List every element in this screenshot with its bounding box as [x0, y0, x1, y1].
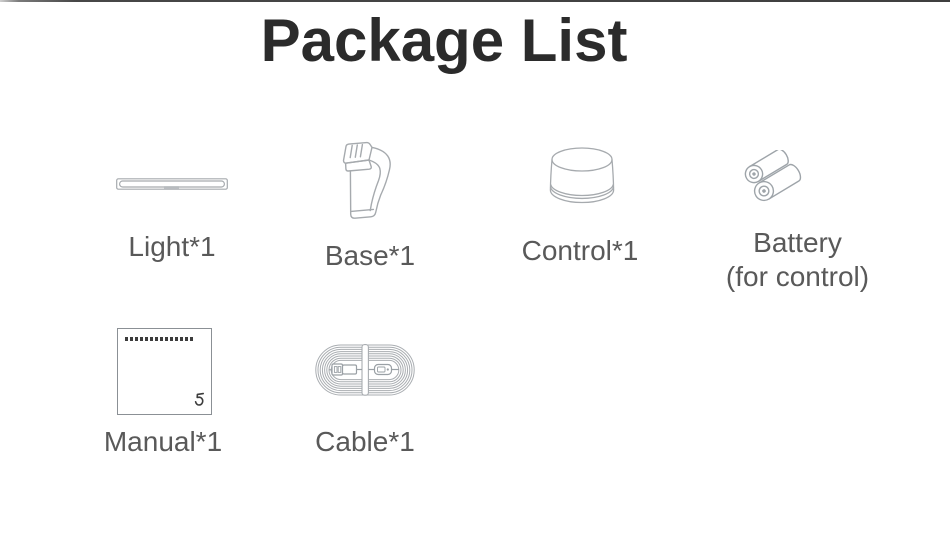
item-label-cable: Cable*1 — [315, 426, 415, 457]
package-item-base: Base*1 — [295, 131, 445, 281]
package-item-light: Light*1 — [96, 168, 248, 278]
page-title: Package List — [260, 7, 628, 74]
item-sublabel-battery: (for control) — [725, 261, 870, 292]
item-label-base: Base*1 — [324, 240, 416, 271]
manual-booklet-icon — [117, 328, 212, 415]
package-item-control: Control*1 — [500, 140, 660, 280]
top-rule — [0, 0, 950, 2]
manual-logo-mark — [194, 392, 204, 406]
item-label-light: Light*1 — [128, 231, 216, 262]
package-item-cable: Cable*1 — [290, 344, 440, 474]
base-mount-icon — [338, 140, 400, 226]
light-bar-icon — [116, 176, 228, 192]
usb-cable-coil-icon — [315, 344, 415, 396]
package-item-manual: Manual*1 — [88, 328, 238, 468]
manual-cover — [117, 328, 212, 415]
item-label-manual: Manual*1 — [103, 426, 223, 457]
control-knob-icon — [549, 146, 615, 208]
manual-fine-print — [125, 337, 193, 341]
package-item-battery: Battery (for control) — [705, 150, 890, 300]
batteries-icon — [738, 150, 818, 212]
item-label-control: Control*1 — [521, 235, 639, 266]
item-label-battery: Battery — [753, 227, 842, 258]
